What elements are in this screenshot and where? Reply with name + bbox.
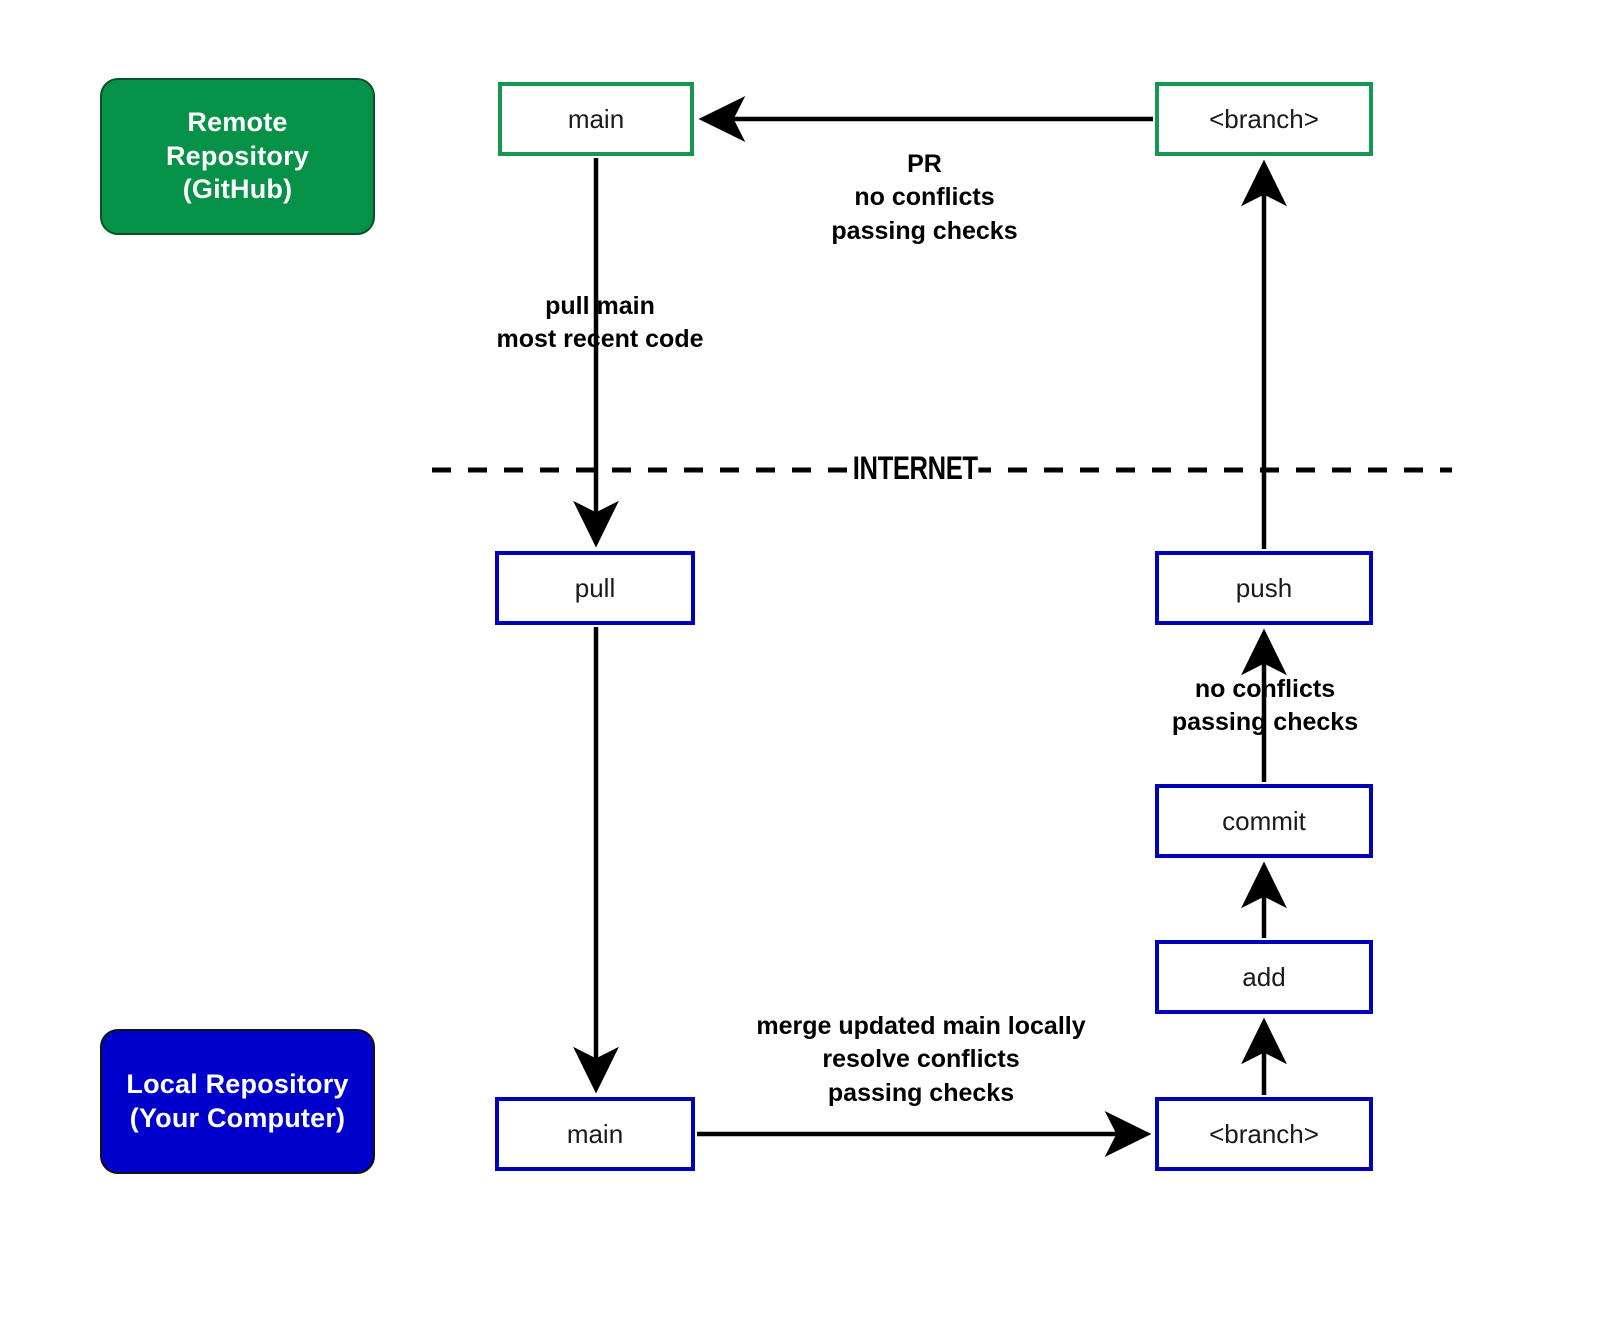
edge-label-pull-request: PR no conflicts passing checks bbox=[787, 148, 1062, 248]
edge-label-pull-line2: most recent code bbox=[496, 325, 704, 354]
edge-label-pull-main: pull main most recent code bbox=[455, 290, 745, 357]
edge-label-pr-line1: PR bbox=[907, 150, 942, 178]
edge-label-merge-line1: merge updated main locally bbox=[756, 1012, 1086, 1040]
node-local-branch[interactable]: <branch> bbox=[1155, 1097, 1373, 1171]
node-local-main[interactable]: main bbox=[495, 1097, 695, 1171]
node-commit[interactable]: commit bbox=[1155, 784, 1373, 858]
edge-label-pull-line1: pull main bbox=[545, 292, 655, 320]
node-remote-branch[interactable]: <branch> bbox=[1155, 82, 1373, 156]
internet-divider-label: INTERNET bbox=[852, 450, 979, 486]
node-remote-main[interactable]: main bbox=[498, 82, 694, 156]
edge-label-push-checks: no conflicts passing checks bbox=[1130, 673, 1400, 740]
zone-local-line1: Local Repository bbox=[126, 1069, 349, 1100]
edge-label-push-checks-line1: no conflicts bbox=[1194, 675, 1336, 703]
zone-remote-repository: Remote Repository (GitHub) bbox=[100, 78, 375, 235]
edge-label-pr-line2: no conflicts bbox=[854, 183, 995, 212]
zone-local-line2: (Your Computer) bbox=[129, 1102, 346, 1133]
edge-label-merge-line3: passing checks bbox=[827, 1078, 1015, 1107]
zone-local-repository: Local Repository (Your Computer) bbox=[100, 1029, 375, 1174]
zone-remote-line2: Repository bbox=[165, 140, 310, 171]
node-push[interactable]: push bbox=[1155, 551, 1373, 625]
node-pull[interactable]: pull bbox=[495, 551, 695, 625]
edge-label-pr-line3: passing checks bbox=[831, 216, 1018, 245]
edge-label-merge-line2: resolve conflicts bbox=[822, 1045, 1020, 1074]
node-add[interactable]: add bbox=[1155, 940, 1373, 1014]
zone-remote-line3: (GitHub) bbox=[182, 174, 293, 205]
zone-remote-line1: Remote bbox=[187, 107, 288, 138]
edge-label-push-checks-line2: passing checks bbox=[1171, 708, 1359, 737]
edge-label-merge: merge updated main locally resolve confl… bbox=[716, 1010, 1126, 1110]
